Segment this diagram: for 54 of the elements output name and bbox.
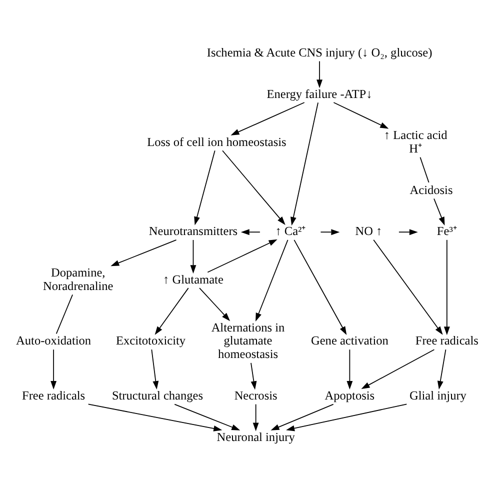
arrow <box>207 239 278 273</box>
arrow <box>316 60 322 88</box>
arrow <box>290 102 318 226</box>
arrow <box>194 150 216 226</box>
arrow <box>294 239 347 335</box>
node-text: Acidosis <box>410 182 453 197</box>
arrow <box>270 404 334 430</box>
node-text: Neuronal injury <box>216 430 295 444</box>
arrow <box>222 150 286 225</box>
arrow <box>154 288 189 335</box>
connector <box>420 156 430 183</box>
arrow <box>256 239 288 322</box>
arrow <box>320 229 340 236</box>
arrow <box>88 404 222 432</box>
node-text: Apoptosis <box>324 388 375 402</box>
node-text: Neurotransmitters <box>148 224 238 238</box>
arrow <box>240 229 260 236</box>
node-text: Excitotoxicity <box>116 334 186 348</box>
node-text: Free radicals <box>415 334 478 348</box>
node-text: Energy failure -ATP↓ <box>266 86 372 101</box>
node-text: Alternations in glutamate homeostasis <box>211 320 285 362</box>
arrow <box>190 240 196 274</box>
node-text: Necrosis <box>234 388 278 402</box>
node-text: Free radicals <box>22 388 86 402</box>
node-text: Dopamine, Noradrenaline <box>43 266 114 293</box>
connector <box>56 294 74 334</box>
arrow <box>110 240 177 266</box>
arrow <box>250 362 257 390</box>
node-text: NO ↑ <box>355 224 382 238</box>
arrow <box>444 239 450 336</box>
node-text: Ischemia & Acute CNS injury (↓ O₂, glucose) <box>206 45 432 60</box>
arrow <box>199 288 230 322</box>
node-text: ↑ Lactic acid H⁺ <box>384 128 448 156</box>
arrow <box>373 239 443 335</box>
arrow <box>286 404 408 432</box>
arrow <box>361 349 435 390</box>
arrow <box>437 349 446 390</box>
arrow <box>151 349 159 390</box>
arrow <box>434 198 445 226</box>
arrow <box>252 404 259 432</box>
node-text: Gene activation <box>310 334 388 348</box>
arrow <box>333 102 389 129</box>
arrow <box>398 229 418 236</box>
node-text: Loss of cell ion homeostasis <box>147 134 286 149</box>
node-text: Fe³⁺ <box>436 224 457 238</box>
arrow <box>50 349 57 390</box>
node-text: Auto-oxidation <box>16 334 92 348</box>
node-text: Structural changes <box>112 388 204 402</box>
arrow <box>174 404 240 430</box>
arrow <box>230 102 305 136</box>
node-text: Glial injury <box>409 388 466 402</box>
node-text: ↑ Glutamate <box>163 272 224 286</box>
node-text: ↑ Ca²⁺ <box>275 224 306 238</box>
arrow <box>346 349 353 390</box>
